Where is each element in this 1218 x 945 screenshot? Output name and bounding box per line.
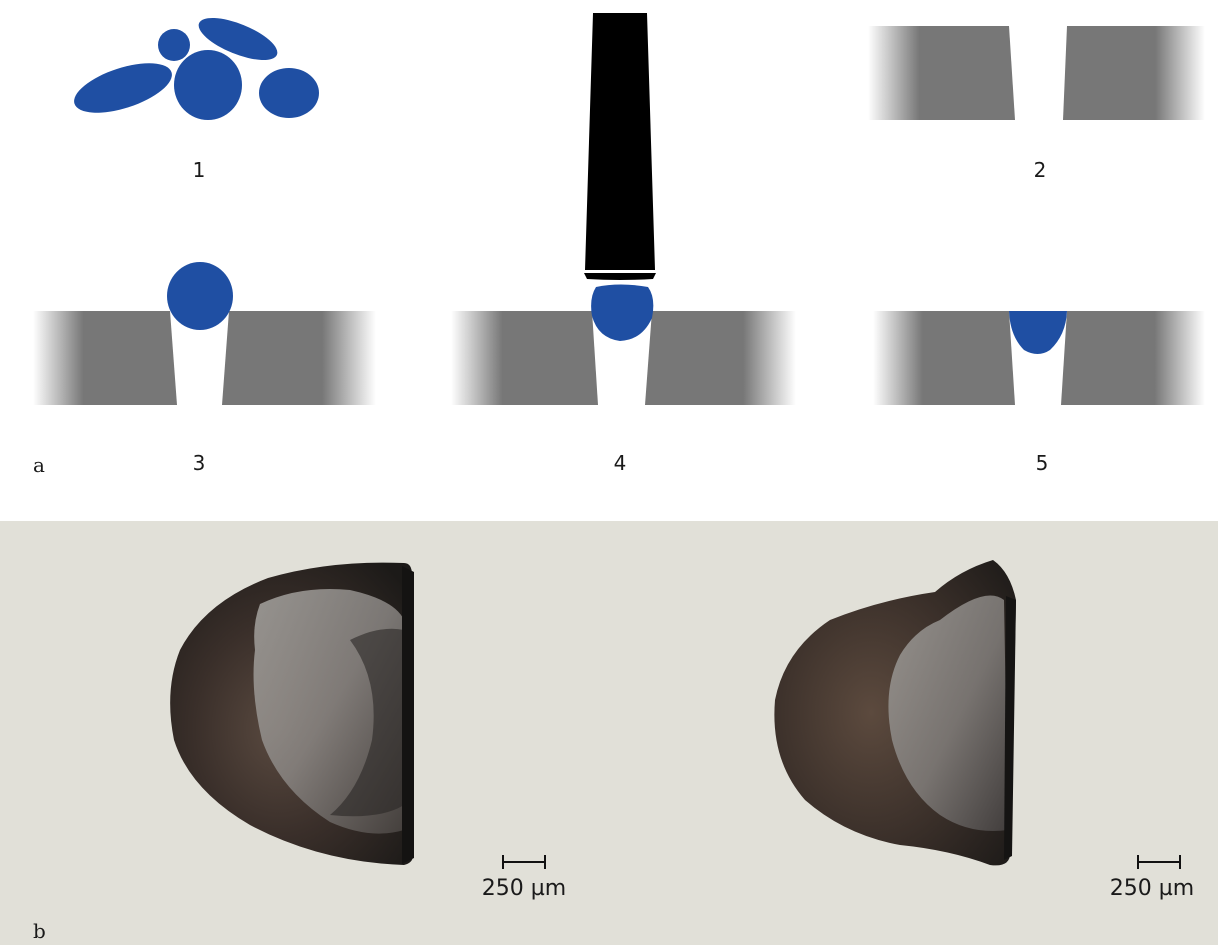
particle-formed [1009,311,1067,354]
die-left-block [451,311,598,405]
particle-on-die [167,262,233,330]
die-left-block [33,311,177,405]
die-right-block [1063,26,1205,120]
panel-a-letter: a [33,453,45,477]
step-4-punch [584,13,656,280]
die-right-block [222,311,376,405]
step-3-die [33,262,376,405]
die-left-block [873,311,1015,405]
step-2-die [868,26,1205,120]
scale-bar-label: 250 µm [1110,876,1194,901]
step-label-5: 5 [1036,451,1049,475]
panel-a: 1 2 3 4 5 [33,9,1205,477]
particle-round-right [259,68,319,118]
particle-left-edge [402,566,414,864]
panel-b-letter: b [33,919,46,943]
step-5-die [873,311,1205,405]
step-4-die [451,285,796,406]
die-left-block [868,26,1015,120]
particle-elongated-left [68,53,177,123]
punch-body [585,13,655,270]
step-1-particles [68,9,319,122]
particle-small-top [158,29,190,61]
die-right-block [645,311,796,405]
particle-large-center [174,50,242,120]
panel-b: 250 µm 250 µm b [0,521,1218,945]
scale-bar-label: 250 µm [482,876,566,901]
punch-tip [584,273,656,280]
step-label-1: 1 [193,158,206,182]
particle-pressed [591,285,653,342]
die-right-block [1061,311,1205,405]
step-label-3: 3 [193,451,206,475]
step-label-4: 4 [614,451,627,475]
step-label-2: 2 [1034,158,1047,182]
